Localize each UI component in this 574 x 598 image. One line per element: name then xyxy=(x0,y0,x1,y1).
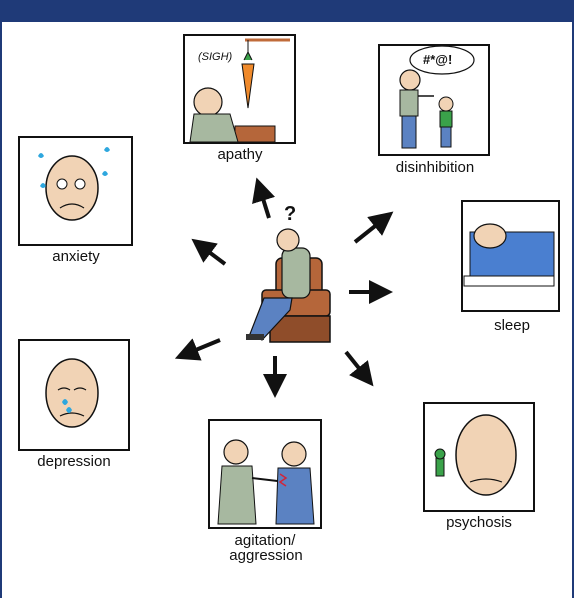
apathy-label: apathy xyxy=(217,146,263,163)
disinhibition-label: disinhibition xyxy=(395,159,475,176)
left-border xyxy=(0,22,2,598)
aggression-label: aggression xyxy=(229,547,303,564)
arrows xyxy=(174,177,394,398)
psychosis-label: psychosis xyxy=(446,514,512,531)
arrow-anxiety xyxy=(191,238,227,266)
header-bar xyxy=(0,0,574,22)
anxiety-label: anxiety xyxy=(52,248,100,265)
sleep-label: sleep xyxy=(494,317,530,334)
depression-label: depression xyxy=(37,453,111,470)
arrow-apathy xyxy=(252,177,276,219)
curse-text: #*@! xyxy=(423,52,453,67)
center-person-illustration xyxy=(246,228,331,343)
agitation-illustration xyxy=(217,439,315,525)
anxiety-illustration xyxy=(38,147,110,221)
arrow-depression xyxy=(174,338,221,361)
arrow-disinhibition xyxy=(353,211,394,244)
agitation-label: agitation/ xyxy=(234,532,296,549)
depression-illustration xyxy=(45,358,99,428)
psychosis-illustration xyxy=(434,414,517,496)
arrow-psychosis xyxy=(344,350,374,387)
question-mark: ? xyxy=(284,203,297,225)
disinhibition-illustration xyxy=(399,45,475,149)
apathy-illustration xyxy=(189,38,290,143)
sleep-illustration xyxy=(463,223,555,287)
sigh-text: (SIGH) xyxy=(198,51,233,63)
right-border xyxy=(572,22,574,598)
